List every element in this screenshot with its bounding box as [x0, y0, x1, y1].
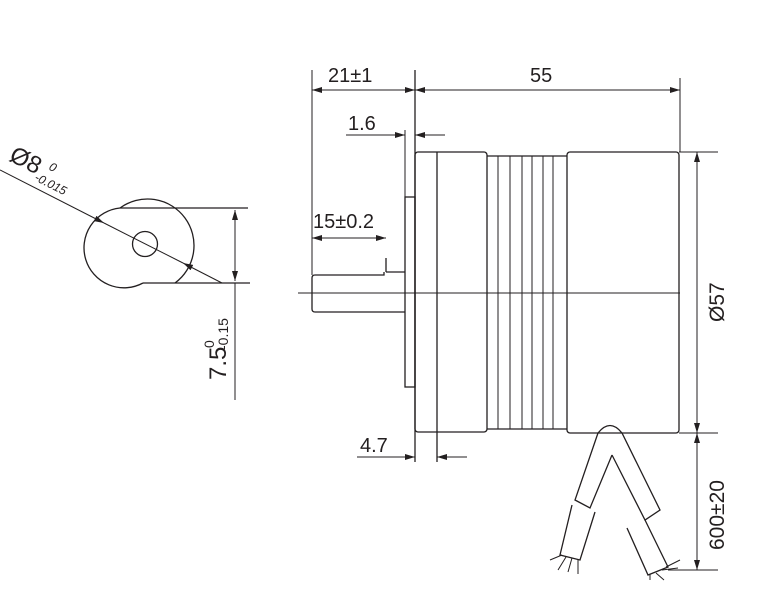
front-cap	[414, 151, 488, 433]
rear-cap	[566, 151, 680, 434]
shaft-length-label: 21±1	[328, 65, 372, 87]
shaft-center-circle	[131, 230, 159, 258]
shaft-end-view: Ø8 0 -0.015 7.5 0 -0.15	[0, 141, 250, 400]
pilot-flange	[404, 196, 416, 388]
diameter-leader	[0, 169, 105, 224]
flat-tol-upper: 0	[201, 340, 217, 348]
lead-length-label: 600±20	[706, 480, 729, 550]
diameter-tol-upper: 0	[47, 159, 60, 175]
flat-length-label: 15±0.2	[313, 211, 374, 233]
shaft	[311, 258, 405, 313]
body-diameter-label: Ø57	[706, 282, 729, 322]
flat-tol-lower: -0.15	[215, 318, 231, 350]
flange-thickness-label: 1.6	[348, 113, 376, 135]
diameter-tol-lower: -0.015	[32, 170, 69, 198]
flat-label: 7.5	[205, 347, 232, 380]
shaft-outline	[83, 207, 144, 289]
shaft-flat-lines	[120, 207, 250, 284]
front-cap-label: 4.7	[360, 435, 388, 457]
motor-side-view: 21±1 55 1.6 15±0.2 4.7 Ø57 600±20	[298, 65, 729, 581]
lead-wires	[549, 424, 681, 581]
body-length-label: 55	[530, 65, 552, 87]
stator-fins	[487, 155, 567, 430]
